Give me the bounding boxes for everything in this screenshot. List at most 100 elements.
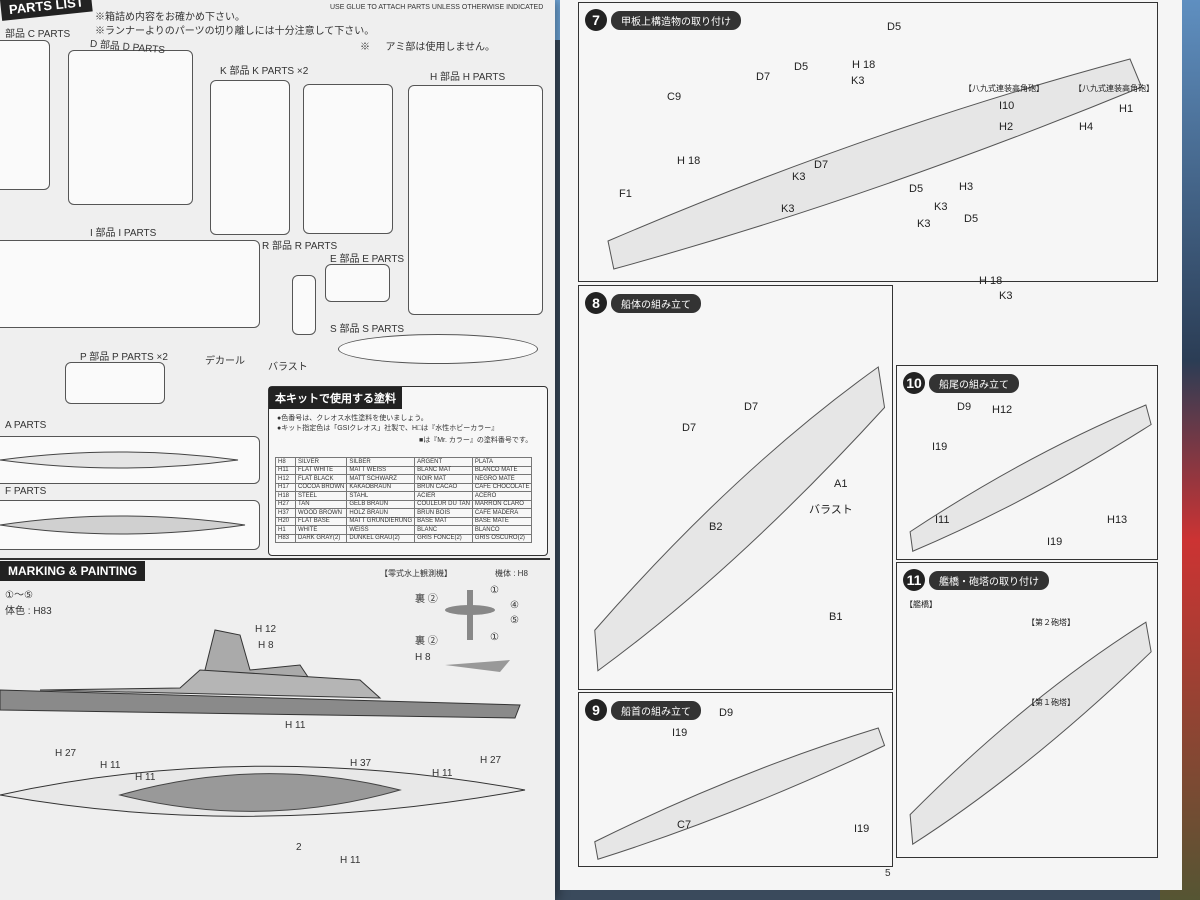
paint-note-2: ●キット指定色は「GSIクレオス」社製で、H□は『水性ホビーカラー』: [277, 425, 499, 432]
paint-cell: COULEUR DU TAN: [414, 499, 473, 509]
part-callout: 【八九式連装高角砲】: [964, 84, 1044, 93]
marking-callout: H 27: [480, 755, 502, 766]
step-8-drawing: [594, 366, 886, 672]
sprue-s-label: S 部品 S PARTS: [330, 324, 405, 335]
sprue-e2: [325, 264, 390, 302]
sprue-f-label: F PARTS: [5, 486, 47, 497]
part-callout: D7: [814, 159, 829, 171]
part-callout: D9: [719, 707, 734, 719]
paint-cell: H17: [275, 482, 296, 492]
parts-list-header: PARTS LIST: [0, 0, 93, 21]
sprue-p: [65, 362, 165, 404]
step-number: 8: [585, 292, 607, 314]
paint-cell: CAFE MADERA: [471, 508, 533, 518]
part-callout: H12: [992, 404, 1013, 416]
seaplane-color: 機体 : H8: [495, 569, 528, 578]
sprue-e: [303, 84, 393, 234]
seaplane-drawing: [445, 590, 510, 672]
paint-cell: H11: [275, 465, 296, 475]
step-number: 10: [903, 372, 925, 394]
part-callout: I11: [935, 514, 950, 526]
part-callout: 【艦橋】: [905, 600, 937, 609]
paint-cell: ACERO: [471, 491, 533, 501]
part-callout: B2: [709, 521, 723, 533]
sprue-r: [292, 275, 316, 335]
paint-cell: NEGRO MATE: [471, 474, 533, 484]
paint-cell: FLAT WHITE: [294, 465, 348, 475]
part-callout: D7: [756, 71, 771, 83]
sprue-a-label: A PARTS: [5, 420, 47, 431]
paint-cell: GRIS FONCE(2): [414, 533, 473, 543]
paint-cell: BLANC MAT: [414, 465, 473, 475]
paint-cell: SILVER: [294, 457, 348, 467]
step-title: 船体の組み立て: [611, 294, 701, 313]
part-callout: H 18: [852, 59, 876, 71]
part-callout: K3: [781, 203, 795, 215]
part-callout: 【八九式連装高角砲】: [1074, 84, 1154, 93]
paint-cell: H37: [275, 508, 296, 518]
part-callout: H 18: [979, 275, 1003, 287]
part-callout: I19: [932, 441, 948, 453]
paint-cell: HOLZ BRAUN: [346, 508, 416, 518]
sprue-d: [68, 50, 193, 205]
note-2: ※ランナーよりのパーツの切り離しには十分注意して下さい。: [95, 26, 375, 37]
part-callout: D5: [964, 213, 979, 225]
note-1: ※箱詰め内容をお確かめ下さい。: [95, 12, 245, 23]
part-callout: H13: [1107, 514, 1128, 526]
step-number: 9: [585, 699, 607, 721]
sprue-i: [0, 240, 260, 328]
paint-cell: BRUN BOIS: [414, 508, 473, 518]
paint-cell: WOOD BROWN: [294, 508, 348, 518]
marking-callout: H 11: [340, 855, 361, 866]
paint-note-1: ●色番号は、クレオス水性塗料を使いましょう。: [277, 415, 428, 422]
part-callout: F1: [619, 188, 632, 200]
paint-cell: STEEL: [294, 491, 348, 501]
sprue-c: [0, 40, 50, 190]
marking-callout: H 27: [55, 748, 77, 759]
part-callout: D5: [794, 61, 809, 73]
paint-cell: PLATA: [471, 457, 533, 467]
paint-cell: FLAT BLACK: [294, 474, 348, 484]
sprue-k-label: K 部品 K PARTS ×2: [220, 66, 309, 77]
step-10-drawing: [909, 404, 1152, 552]
part-callout: 【第２砲塔】: [1027, 618, 1075, 627]
part-callout: A1: [834, 478, 848, 490]
marking-callout: H 11: [285, 720, 306, 731]
ballast-label: バラスト: [268, 362, 308, 373]
part-callout: D5: [909, 183, 924, 195]
part-callout: D5: [887, 21, 902, 33]
part-callout: K3: [999, 290, 1013, 302]
step-number: 7: [585, 9, 607, 31]
paint-cell: H27: [275, 499, 296, 509]
part-callout: K3: [792, 171, 806, 183]
paint-cell: GELB BRAUN: [346, 499, 416, 509]
paint-cell: STAHL: [346, 491, 416, 501]
paint-cell: BASE MATE: [471, 516, 533, 526]
paint-cell: MATT WEISS: [346, 465, 416, 475]
marking-callout: 裏 ②: [415, 594, 438, 605]
part-callout: I19: [1047, 536, 1063, 548]
marking-callout: ⑤: [510, 615, 519, 626]
paint-panel: 本キットで使用する塗料 ●色番号は、クレオス水性塗料を使いましょう。 ●キット指…: [268, 386, 548, 556]
sprue-h: [408, 85, 543, 315]
step-9-drawing: [594, 727, 886, 860]
part-callout: D7: [744, 401, 759, 413]
page-number-right: 5: [885, 868, 891, 879]
parts-list-page: PARTS LIST ※箱詰め内容をお確かめ下さい。 ※ランナーよりのパーツの切…: [0, 0, 555, 900]
sprue-k: [210, 80, 290, 235]
marking-callout: H 11: [135, 772, 156, 783]
part-callout: H3: [959, 181, 974, 193]
sprue-s: [338, 334, 538, 364]
